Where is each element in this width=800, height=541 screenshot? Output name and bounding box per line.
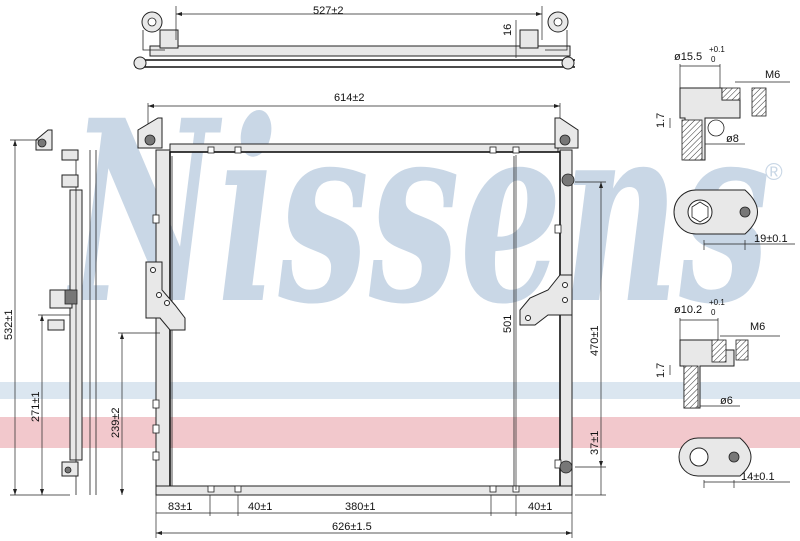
fitting-lower-bore: ø10.2 (674, 304, 702, 316)
fitting-upper-tol-zero: 0 (711, 55, 716, 64)
front-view-bracket-mid-left (145, 261, 186, 331)
fitting-lower-tol: +0.1 (709, 298, 725, 307)
top-view: 527±2 16 (133, 5, 575, 70)
dim-top-height: 16 (502, 24, 514, 36)
side-view: 532±1 271±1 (3, 129, 97, 496)
fitting-upper-detail: ø15.5 +0.1 0 M6 1.7 ø8 19±0.1 (655, 45, 795, 250)
registered-mark: ® (765, 159, 783, 186)
front-view-top-tank (169, 143, 559, 153)
front-view-outlet (559, 460, 573, 474)
front-view: 614±2 (110, 92, 606, 538)
front-view-bracket-mid-right (519, 274, 573, 326)
dim-right-37: 37±1 (589, 431, 601, 455)
top-view-tank (149, 45, 571, 57)
front-view-inlet (561, 173, 575, 187)
dim-bottom-40-right: 40±1 (528, 501, 552, 513)
fitting-lower-flange (678, 437, 752, 477)
top-view-mount-right (561, 56, 575, 70)
dim-top-width: 527±2 (313, 5, 344, 17)
fitting-lower-thread: M6 (750, 321, 765, 333)
fitting-upper-inner: ø8 (726, 133, 739, 145)
top-view-mount-left (133, 56, 147, 70)
front-view-bracket-left (137, 117, 163, 149)
dim-bottom-380: 380±1 (345, 501, 376, 513)
watermark-logo: Nissens (65, 65, 770, 359)
fitting-upper-thread: M6 (765, 69, 780, 81)
watermark: Nissens ® (0, 65, 800, 448)
fitting-lower-detail: ø10.2 +0.1 0 M6 1.7 ø6 14±0.1 (655, 298, 790, 488)
dim-core-height: 501 (502, 315, 514, 333)
dim-total-height: 532±1 (3, 309, 15, 340)
fitting-upper-flange-dim: 19±0.1 (754, 233, 788, 245)
dim-left-271: 271±1 (30, 391, 42, 422)
fitting-lower-tol-zero: 0 (711, 308, 716, 317)
fitting-lower-inner: ø6 (720, 395, 733, 407)
dim-bottom-83: 83±1 (168, 501, 192, 513)
dim-right-470: 470±1 (589, 325, 601, 356)
watermark-stripe-red (0, 417, 800, 448)
fitting-upper-length: 1.7 (655, 113, 667, 128)
dim-left-239: 239±2 (110, 407, 122, 438)
watermark-stripe-blue (0, 382, 800, 399)
dim-mount-width: 614±2 (334, 92, 365, 104)
front-view-right-tank (559, 149, 573, 496)
fitting-upper-bore: ø15.5 (674, 51, 702, 63)
front-view-bottom-rail (155, 485, 573, 496)
fitting-lower-flange-dim: 14±0.1 (741, 471, 775, 483)
dim-overall-width: 626±1.5 (332, 521, 372, 533)
fitting-upper-tol: +0.1 (709, 45, 725, 54)
dim-bottom-40-left: 40±1 (248, 501, 272, 513)
fitting-lower-length: 1.7 (655, 363, 667, 378)
